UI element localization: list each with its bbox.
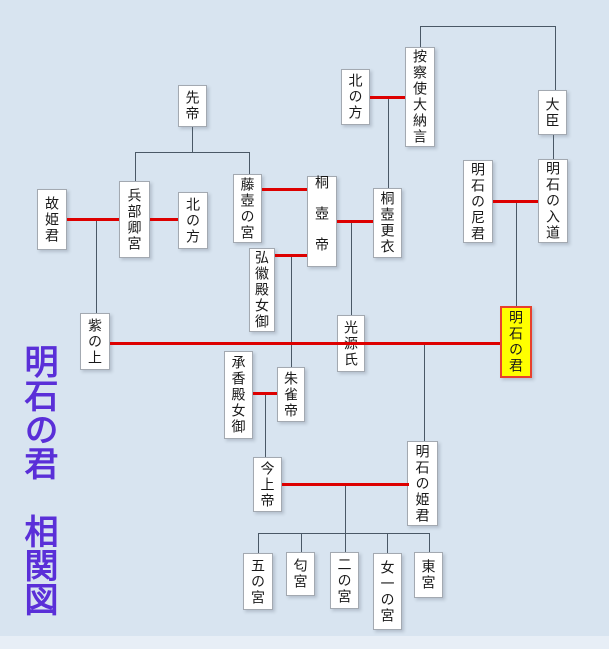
person-label: 明石の入道 xyxy=(545,161,561,241)
person-box-sentei: 先帝 xyxy=(178,85,207,127)
person-box-akashi-no-amagimi: 明石の尼君 xyxy=(463,160,493,243)
marriage-line xyxy=(493,200,538,203)
person-box-kiritsubo-tei: 桐壺帝 xyxy=(307,175,337,268)
chart-title: 明石の君相関図 xyxy=(19,344,57,616)
family-line xyxy=(420,26,421,47)
person-box-shokyoden-nyogo: 承香殿女御 xyxy=(224,351,253,439)
person-label: 匂宮 xyxy=(292,558,309,590)
family-line xyxy=(192,127,193,152)
person-label: 北の方 xyxy=(347,73,364,121)
family-line xyxy=(429,533,430,552)
person-label: 承香殿女御 xyxy=(230,355,247,435)
person-box-daijin: 大臣 xyxy=(538,90,567,135)
person-box-kinjo-tei: 今上帝 xyxy=(253,457,282,512)
person-box-go-no-miya: 五の宮 xyxy=(243,553,273,610)
person-label: 五の宮 xyxy=(250,557,266,606)
person-box-fujitsubo-no-miya: 藤壺の宮 xyxy=(233,174,262,243)
marriage-line xyxy=(110,342,500,345)
person-box-akashi-no-kimi: 明石の君 xyxy=(500,306,532,378)
marriage-line xyxy=(275,254,307,257)
person-box-kita-no-kata-left: 北の方 xyxy=(178,192,208,249)
family-line xyxy=(345,484,346,533)
family-line xyxy=(516,201,517,306)
person-label: 今上帝 xyxy=(259,460,276,509)
person-box-togu: 東宮 xyxy=(414,552,443,598)
person-box-kiritsubo-koi: 桐壺更衣 xyxy=(373,188,402,258)
marriage-line xyxy=(370,96,405,99)
person-box-kita-no-kata-upper: 北の方 xyxy=(341,69,370,125)
chart-title-suffix: 相関図 xyxy=(19,514,57,616)
family-line xyxy=(553,135,554,159)
person-label: 北の方 xyxy=(185,196,201,245)
person-box-kokiden-nyogo: 弘徽殿女御 xyxy=(249,248,275,332)
family-line xyxy=(388,97,389,188)
person-label: 明石の尼君 xyxy=(470,161,486,242)
person-box-azechi-dainagon: 按察使大納言 xyxy=(405,47,435,147)
person-box-ni-no-miya: 二の宮 xyxy=(330,552,359,609)
family-line xyxy=(135,152,249,153)
family-line xyxy=(424,343,425,443)
family-line xyxy=(135,152,136,181)
marriage-line xyxy=(337,220,373,223)
family-line xyxy=(96,219,97,313)
family-line xyxy=(420,26,555,27)
person-label: 弘徽殿女御 xyxy=(254,250,270,330)
marriage-line xyxy=(282,483,409,486)
family-line xyxy=(291,255,292,367)
person-label: 藤壺の宮 xyxy=(239,176,256,241)
family-line xyxy=(249,152,250,174)
marriage-line xyxy=(262,188,307,191)
person-label: 桐壺帝 xyxy=(314,175,330,268)
person-box-hyobukyo-no-miya: 兵部卿宮 xyxy=(119,181,150,258)
family-line xyxy=(387,533,388,553)
person-label: 紫の上 xyxy=(87,317,103,366)
marriage-line xyxy=(253,392,277,395)
family-line xyxy=(258,533,429,534)
person-label: 按察使大納言 xyxy=(412,49,428,145)
person-label: 先帝 xyxy=(184,90,201,122)
person-box-murasaki-no-ue: 紫の上 xyxy=(80,313,110,370)
person-label: 東宮 xyxy=(420,559,437,591)
family-line xyxy=(555,26,556,90)
person-label: 明石の君 xyxy=(508,310,524,374)
person-box-akashi-no-nyudo: 明石の入道 xyxy=(538,159,568,243)
marriage-line xyxy=(67,218,119,221)
marriage-line xyxy=(150,218,178,221)
family-line xyxy=(351,221,352,315)
person-box-akashi-no-himegimi: 明石の姫君 xyxy=(407,441,438,526)
chart-title-subject: 明石の君 xyxy=(19,344,57,480)
family-line xyxy=(258,533,259,553)
person-label: 兵部卿宮 xyxy=(126,187,143,252)
person-label: 二の宮 xyxy=(336,556,353,605)
person-label: 故姫君 xyxy=(44,195,60,244)
person-box-onna-ichi-no-miya: 女一の宮 xyxy=(373,553,402,630)
person-label: 明石の姫君 xyxy=(414,443,431,524)
person-label: 桐壺更衣 xyxy=(379,191,396,255)
bottom-strip xyxy=(0,636,609,649)
person-label: 女一の宮 xyxy=(379,559,396,624)
person-box-suzaku-tei: 朱雀帝 xyxy=(277,367,305,422)
family-line xyxy=(265,393,266,457)
person-label: 朱雀帝 xyxy=(283,370,299,419)
person-label: 大臣 xyxy=(544,96,561,129)
family-line xyxy=(301,533,302,552)
person-box-ko-himegimi: 故姫君 xyxy=(37,189,67,250)
family-line xyxy=(345,533,346,552)
person-box-niou-miya: 匂宮 xyxy=(286,552,315,596)
